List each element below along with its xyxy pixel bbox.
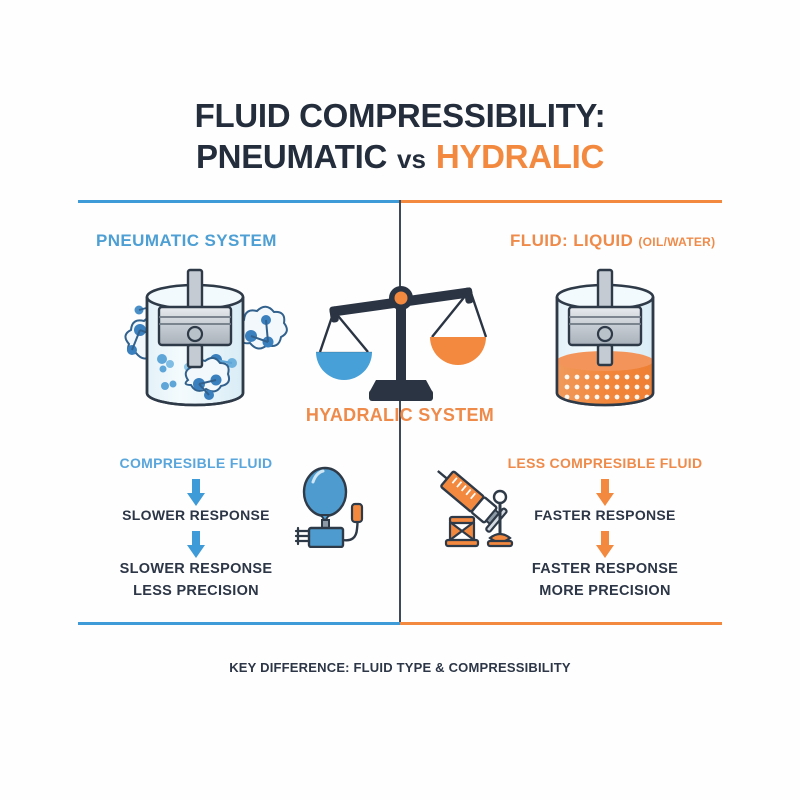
center-label-hyadralic-system: HYADRALIC SYSTEM — [305, 405, 495, 425]
divider-top-left — [78, 200, 400, 203]
arrow-down-orange-1 — [455, 471, 755, 507]
divider-bottom-left — [78, 622, 400, 625]
flow-left: COMPRESIBLE FLUID SLOWER RESPONSE SLOWER… — [46, 455, 346, 603]
flow-right-final-line-1: FASTER RESPONSE — [531, 561, 679, 577]
title-hydralic: HYDRALIC — [435, 137, 605, 175]
flow-right: LESS COMPRESIBLE FLUID FASTER RESPONSE F… — [455, 455, 755, 603]
liquid-piston-cylinder-illustration — [502, 262, 707, 432]
gas-molecule-cloud-right — [237, 305, 288, 350]
syringe-hydraulic-jack-icon — [424, 462, 520, 553]
column-header-hydraulic-paren: (OIL/WATER) — [638, 235, 716, 249]
column-header-hydraulic: FLUID: LIQUID (OIL/WATER) — [510, 231, 715, 251]
flow-right-heading: LESS COMPRESIBLE FLUID — [507, 455, 703, 471]
balance-scale-illustration — [312, 276, 490, 409]
arrow-down-orange-2 — [455, 523, 755, 559]
title-pneumatic: PNEUMATIC — [195, 137, 387, 175]
flow-right-final: FASTER RESPONSE MORE PRECISION — [455, 559, 755, 603]
divider-top-right — [400, 200, 722, 203]
flow-left-final-line-2: LESS PRECISION — [133, 582, 259, 599]
flow-left-final-line-1: SLOWER RESPONSE — [119, 561, 273, 577]
column-header-hydraulic-main: FLUID: LIQUID — [510, 231, 634, 250]
balloon-air-pump-icon — [292, 462, 378, 553]
hydraulic-jack — [444, 515, 480, 548]
flow-right-step-1: FASTER RESPONSE — [534, 507, 676, 523]
arrow-down-blue-1 — [46, 471, 346, 507]
title-line-1: FLUID COMPRESSIBILITY: — [194, 97, 606, 134]
title-line-2: PNEUMATIC vs HYDRALIC — [0, 137, 800, 176]
divider-vertical-center — [399, 200, 401, 622]
flow-right-final-line-2: MORE PRECISION — [539, 582, 671, 599]
arrow-down-blue-2 — [46, 523, 346, 559]
divider-bottom-right — [400, 622, 722, 625]
flow-left-step-1: SLOWER RESPONSE — [122, 507, 270, 523]
flow-left-heading: COMPRESIBLE FLUID — [119, 455, 273, 471]
flow-left-final: SLOWER RESPONSE LESS PRECISION — [46, 559, 346, 603]
page-title: FLUID COMPRESSIBILITY: PNEUMATIC vs HYDRAL… — [0, 97, 800, 176]
title-vs: vs — [396, 143, 426, 174]
footer-key-difference: KEY DIFFERENCE: FLUID TYPE & COMPRESSIBI… — [229, 660, 571, 675]
column-header-pneumatic: PNEUMATIC SYSTEM — [96, 231, 277, 250]
gas-piston-cylinder-illustration — [92, 262, 297, 432]
jack-lever — [486, 489, 514, 548]
